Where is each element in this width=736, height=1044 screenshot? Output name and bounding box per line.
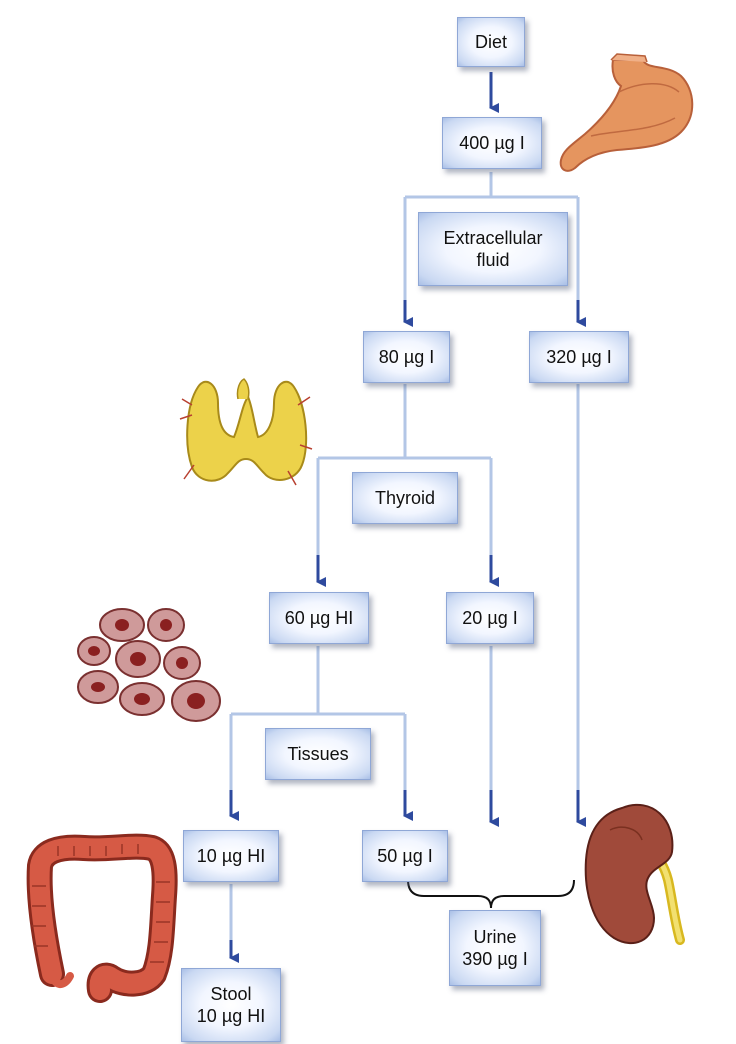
urine-brace — [407, 879, 575, 909]
stool-box: Stool 10 µg HI — [181, 968, 281, 1042]
colon-icon — [26, 833, 178, 1003]
extracellular-fluid-box: Extracellular fluid — [418, 212, 568, 286]
thyroid-uptake-box: 80 µg I — [363, 331, 450, 383]
direct-urine-box: 320 µg I — [529, 331, 629, 383]
fecal-hormone-box: 10 µg HI — [183, 830, 279, 882]
hormone-box: 60 µg HI — [269, 592, 369, 644]
stomach-icon — [559, 53, 694, 172]
diet-box: Diet — [457, 17, 525, 67]
tissue-iodide-box: 50 µg I — [362, 830, 448, 882]
thyroid-box: Thyroid — [352, 472, 458, 524]
tissues-box: Tissues — [265, 728, 371, 780]
intake-box: 400 µg I — [442, 117, 542, 169]
cells-icon — [77, 608, 221, 722]
thyroid-leak-box: 20 µg I — [446, 592, 534, 644]
kidney-icon — [584, 803, 685, 945]
urine-box: Urine 390 µg I — [449, 910, 541, 986]
thyroid-icon — [179, 378, 313, 486]
